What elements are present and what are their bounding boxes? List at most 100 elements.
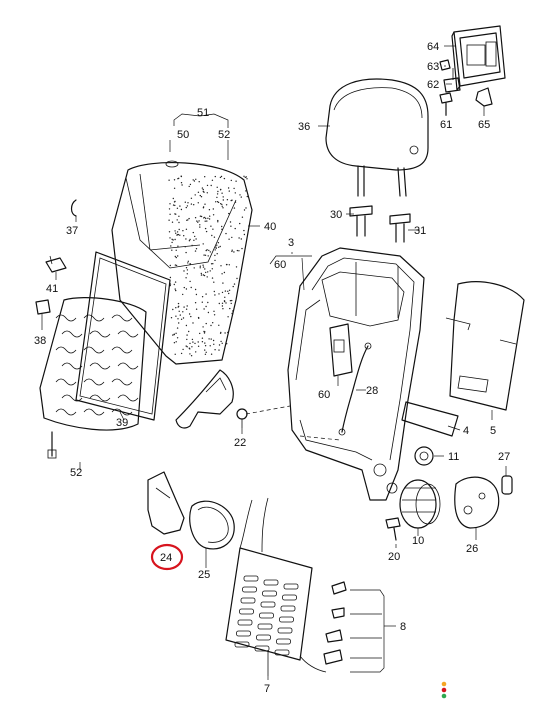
texture-dot [235, 266, 238, 268]
texture-dot [168, 208, 171, 210]
texture-dot [207, 255, 209, 257]
texture-dot [241, 247, 243, 250]
texture-dot [175, 315, 177, 317]
back-panel [75, 251, 171, 421]
label-62: 62 [427, 79, 439, 91]
texture-dot [176, 234, 178, 236]
texture-dot [175, 232, 177, 234]
texture-dot [173, 187, 176, 189]
lumbar-slot [256, 634, 271, 641]
texture-dot [219, 176, 222, 179]
texture-dot [176, 337, 179, 339]
texture-dot [223, 177, 226, 180]
texture-dot [226, 343, 228, 345]
texture-dot [214, 175, 216, 178]
texture-dot [195, 178, 197, 180]
texture-dot [213, 314, 216, 316]
texture-dot [206, 249, 208, 251]
texture-dot [205, 305, 207, 308]
texture-dot [214, 254, 216, 257]
texture-dot [173, 283, 175, 286]
texture-dot [205, 249, 207, 252]
texture-dot [226, 263, 228, 266]
texture-dot [202, 264, 204, 266]
lumbar-slot [237, 619, 253, 626]
texture-dot [188, 313, 191, 315]
label-30: 30 [330, 209, 342, 221]
texture-dot [169, 276, 172, 279]
texture-dot [185, 228, 188, 230]
label-39: 39 [116, 417, 128, 429]
bracket [443, 68, 461, 93]
label-60-top: 60 [274, 259, 286, 271]
texture-dot [222, 199, 224, 201]
texture-dot [177, 318, 179, 320]
texture-dot [173, 333, 175, 336]
texture-dot [194, 217, 197, 219]
pad-wave [111, 314, 133, 322]
part-labels: 64 63 62 61 65 36 30 31 51 50 52 40 3 60… [34, 41, 510, 695]
texture-dot [211, 277, 214, 279]
texture-dot [222, 308, 224, 310]
fastener-set [299, 581, 347, 673]
texture-dot [169, 237, 171, 239]
texture-dot [221, 228, 223, 230]
texture-dot [198, 181, 200, 183]
texture-dot [172, 239, 174, 241]
texture-dot [204, 176, 206, 178]
texture-dot [225, 302, 227, 304]
texture-dot [171, 241, 173, 244]
texture-dot [188, 185, 190, 188]
cable-28 [338, 342, 372, 436]
texture-dot [183, 306, 185, 308]
texture-dot [185, 267, 188, 269]
texture-dot [183, 235, 185, 237]
cover-26 [454, 476, 500, 529]
pad-wave [55, 378, 77, 386]
pad-wave [61, 394, 83, 402]
texture-dot [221, 291, 224, 294]
texture-dot [233, 187, 235, 190]
label-37: 37 [66, 225, 78, 237]
texture-dot [224, 296, 226, 298]
texture-dot [188, 240, 191, 242]
texture-dot [244, 176, 246, 179]
label-65: 65 [478, 119, 490, 131]
label-10: 10 [412, 535, 424, 547]
texture-dot [174, 238, 176, 241]
texture-dot [190, 315, 192, 318]
texture-dot [232, 310, 234, 312]
texture-dot [220, 340, 222, 343]
texture-dot [206, 192, 208, 194]
texture-dot [207, 217, 209, 219]
texture-dot [175, 307, 177, 309]
texture-dot [199, 267, 201, 269]
texture-dot [189, 348, 191, 350]
lumbar-support [225, 497, 313, 676]
texture-dot [185, 288, 188, 290]
lumbar-slot [242, 586, 257, 593]
texture-dot [216, 193, 219, 195]
lumbar-slot [283, 583, 299, 590]
texture-dot [206, 220, 208, 222]
screw-22 [236, 408, 248, 428]
texture-dot [204, 349, 206, 351]
texture-dot [183, 286, 185, 289]
texture-dot [201, 337, 204, 339]
texture-dot [210, 184, 212, 187]
guide-sleeve-left [349, 205, 373, 237]
pad-wave [111, 378, 133, 386]
texture-dot [228, 190, 230, 192]
texture-dot [208, 338, 210, 340]
texture-dot [190, 203, 193, 205]
texture-dot [199, 226, 201, 228]
texture-dot [175, 332, 177, 334]
texture-dot [231, 250, 233, 253]
label-25: 25 [198, 569, 210, 581]
texture-dot [233, 207, 236, 209]
label-5: 5 [490, 425, 496, 437]
texture-dot [197, 221, 199, 223]
texture-dot [195, 351, 197, 353]
texture-dot [215, 247, 217, 249]
texture-dot [234, 201, 237, 203]
